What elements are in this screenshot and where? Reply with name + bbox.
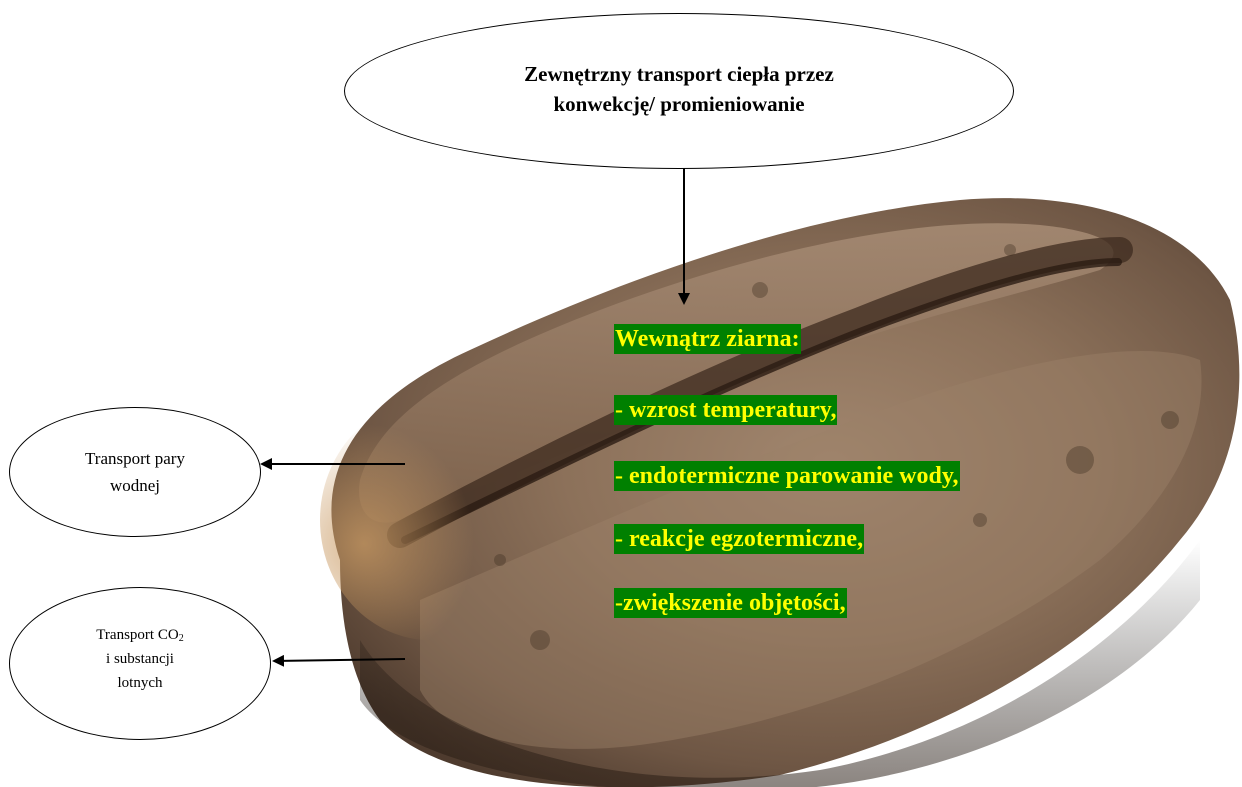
external-heat-line-2: konwekcję/ promieniowanie bbox=[444, 89, 914, 119]
co2-transport-node: Transport CO2 i substancji lotnych bbox=[9, 587, 271, 740]
co2-prefix: Transport CO bbox=[96, 627, 178, 643]
inside-bean-item: - reakcje egzotermiczne, bbox=[614, 524, 864, 554]
co2-transport-label: Transport CO2 i substancji lotnych bbox=[65, 623, 215, 695]
co2-transport-line-3: lotnych bbox=[65, 671, 215, 695]
inside-bean-heading: Wewnątrz ziarna: bbox=[614, 324, 801, 354]
external-heat-label: Zewnętrzny transport ciepła przez konwek… bbox=[444, 59, 914, 120]
inside-bean-item: - endotermiczne parowanie wody, bbox=[614, 461, 960, 491]
external-heat-node: Zewnętrzny transport ciepła przez konwek… bbox=[344, 13, 1014, 169]
co2-subscript: 2 bbox=[179, 633, 184, 644]
inside-bean-item: - wzrost temperatury, bbox=[614, 395, 837, 425]
co2-transport-line-1: Transport CO2 bbox=[65, 623, 215, 647]
inside-bean-item: -zwiększenie objętości, bbox=[614, 588, 847, 618]
vapor-transport-label: Transport pary wodnej bbox=[60, 445, 210, 499]
vapor-transport-line-1: Transport pary bbox=[60, 445, 210, 472]
vapor-transport-line-2: wodnej bbox=[60, 472, 210, 499]
co2-transport-line-2: i substancji bbox=[65, 647, 215, 671]
vapor-transport-node: Transport pary wodnej bbox=[9, 407, 261, 537]
co2-arrow bbox=[274, 659, 405, 661]
external-heat-line-1: Zewnętrzny transport ciepła przez bbox=[444, 59, 914, 89]
